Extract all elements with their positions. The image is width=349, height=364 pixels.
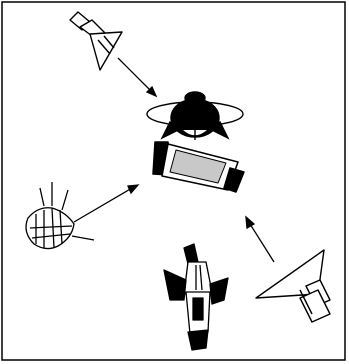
arrow-lamp-to-head: [117, 57, 158, 98]
film-camera-icon: [152, 141, 245, 193]
viewer-head-icon: [146, 91, 244, 140]
spotlight-lamp-icon: [69, 11, 123, 71]
diagram-border: [1, 1, 346, 361]
arrow-projector-to-camera: [245, 215, 275, 263]
arrow-hand-to-camera: [73, 184, 140, 223]
space-shuttle-icon: [163, 243, 229, 351]
projector-lamp-icon: [255, 249, 331, 323]
hand-fingers-icon: [25, 182, 95, 250]
